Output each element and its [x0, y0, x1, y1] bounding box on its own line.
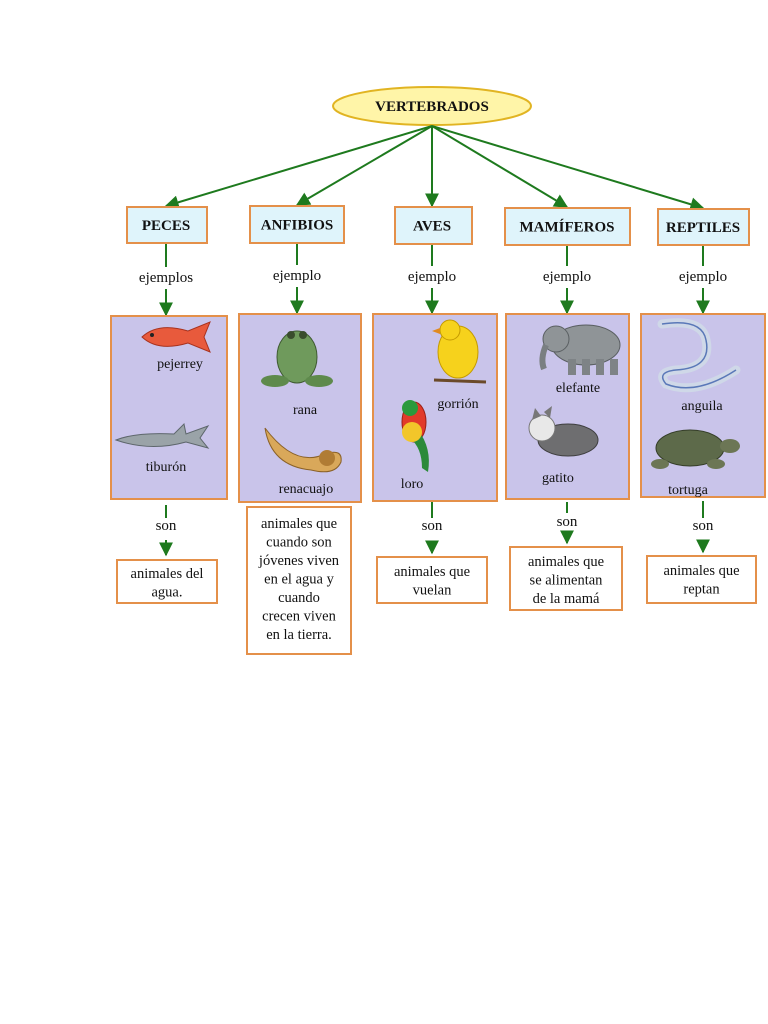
description-line: animales del: [131, 566, 204, 582]
link-label-ejemplo: ejemplo: [408, 269, 456, 285]
animal-name: loro: [401, 477, 424, 492]
parrot-icon: [401, 400, 429, 472]
animal-name: elefante: [556, 381, 600, 396]
edge-root-category-0: [164, 125, 433, 210]
fish-icon: [141, 321, 211, 353]
root-node: VERTEBRADOS: [332, 86, 532, 126]
cat-icon: [528, 406, 599, 457]
category-0: PECES ejemplos pejerrey tiburón son animales …: [110, 206, 228, 604]
link-label-ejemplo: ejemplo: [543, 269, 591, 285]
animal-name: anguila: [681, 399, 723, 414]
category-label: REPTILES: [666, 220, 740, 236]
turtle-icon: [651, 429, 740, 469]
description-line: de la mamá: [533, 591, 600, 607]
link-label-ejemplo: ejemplo: [679, 269, 727, 285]
animal-name: tortuga: [668, 483, 708, 498]
description-line: reptan: [683, 582, 720, 598]
category-box: [504, 207, 631, 246]
category-1: ANFIBIOS ejemplo rana renacuajo animales que…: [238, 205, 362, 655]
canary-icon: [432, 319, 487, 384]
root-ellipse: [332, 86, 532, 126]
description-line: animales que: [261, 516, 337, 532]
description-box: [509, 546, 623, 611]
animal-name: rana: [293, 403, 318, 418]
animal-name: gorrión: [437, 397, 478, 412]
description-box: [116, 559, 218, 604]
link-label-son: son: [422, 518, 443, 534]
description-line: en la tierra.: [266, 627, 332, 643]
category-box: [394, 206, 473, 245]
description-box: [376, 556, 488, 604]
animal-name: gatito: [542, 471, 574, 486]
category-label: PECES: [142, 218, 190, 234]
description-box: [646, 555, 757, 604]
description-line: jóvenes viven: [258, 553, 340, 569]
description-line: en el agua y: [264, 572, 334, 588]
nodes: PECES ejemplos pejerrey tiburón son animales …: [110, 205, 766, 655]
animal-name: pejerrey: [157, 357, 203, 372]
animal-name: renacuajo: [279, 482, 333, 497]
eel-icon: [657, 318, 741, 393]
category-label: AVES: [413, 219, 451, 235]
description-line: animales que: [528, 554, 604, 570]
description-box: [246, 506, 352, 655]
animal-name: tiburón: [146, 460, 186, 475]
link-label-ejemplo: ejemplos: [139, 270, 193, 286]
link-label-ejemplo: ejemplo: [273, 268, 321, 284]
category-4: REPTILES ejemplo anguila tortuga son animales…: [640, 208, 766, 604]
tadpole-icon: [264, 427, 342, 473]
elephant-icon: [539, 324, 621, 375]
description-line: cuando: [278, 590, 320, 606]
description-line: crecen viven: [262, 609, 336, 625]
category-box: [126, 206, 208, 244]
link-label-son: son: [693, 518, 714, 534]
root-label: VERTEBRADOS: [375, 99, 489, 115]
description-line: animales que: [394, 564, 470, 580]
edge-root-category-3: [431, 125, 569, 208]
category-box: [249, 205, 345, 244]
description-line: animales que: [663, 563, 739, 579]
link-label-son: son: [557, 514, 578, 530]
edges: [159, 125, 710, 557]
link-label-son: son: [156, 518, 177, 534]
frog-icon: [261, 330, 333, 387]
description-line: agua.: [152, 585, 183, 601]
description-line: cuando son: [266, 535, 332, 551]
category-box: [657, 208, 750, 246]
category-2: AVES ejemplo gorrión loro son animales que vue…: [372, 206, 498, 604]
edge-root-category-1: [295, 125, 433, 206]
edge-root-category-4: [431, 125, 705, 212]
description-line: vuelan: [413, 583, 452, 599]
category-label: MAMÍFEROS: [520, 219, 615, 236]
category-label: ANFIBIOS: [261, 218, 334, 234]
shark-icon: [114, 422, 210, 449]
description-line: se alimentan: [530, 573, 604, 589]
category-3: MAMÍFEROS ejemplo elefante gatito son animale…: [504, 207, 631, 611]
